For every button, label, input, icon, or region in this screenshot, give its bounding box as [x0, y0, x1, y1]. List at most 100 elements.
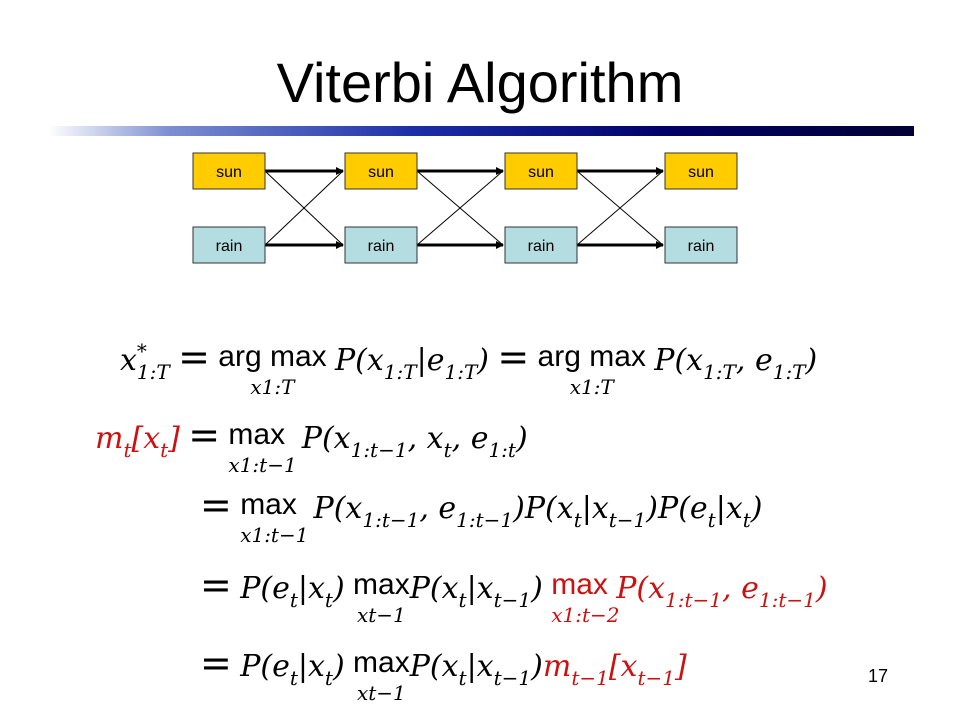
eq4-c-mid: , e [722, 571, 759, 606]
trellis-node-sun-2: sun [344, 152, 418, 190]
eq4-a-sub1: t [289, 588, 298, 612]
eq5-equals: = [200, 641, 232, 685]
eq4-b-open: P(x [409, 571, 459, 606]
trellis-node-label: sun [688, 164, 714, 181]
eq1-equals-2: = [497, 335, 530, 379]
eq2-prob-sub2: t [443, 438, 452, 462]
eq3-a-sub2: 1:t−1 [456, 508, 514, 532]
eq4-c-sub2: 1:t−1 [758, 588, 816, 612]
eq1-lhs-x: x [120, 343, 137, 378]
eq1-prob-2-close: ) [805, 343, 818, 378]
eq3-c-sub2: t [742, 508, 751, 532]
eq4-c-sub1: 1:t−1 [665, 588, 723, 612]
eq5-a-open: P(e [240, 649, 290, 684]
trellis-node-label: sun [528, 164, 554, 181]
eq1-prob-2-mid: , e [735, 343, 773, 378]
eq1-lhs-star: * [136, 339, 147, 363]
trellis-node-sun-3: sun [504, 152, 578, 190]
eq5-m: m [542, 649, 572, 684]
trellis-diagram: sun sun sun sun rain rain rain rain [192, 152, 738, 264]
eq3-c-open: P(e [658, 491, 708, 526]
eq2-prob-mid1: , x [407, 421, 444, 456]
trellis-node-rain-2: rain [344, 226, 418, 264]
eq1-lhs-sub: 1:T [136, 360, 170, 384]
eq3-c-mid: |x [715, 491, 743, 526]
eq2-prob-close: ) [515, 421, 528, 456]
eq3-b-sub2: t−1 [608, 508, 647, 532]
trellis-node-label: rain [216, 238, 243, 255]
trellis-edge-rain-sun-3 [576, 170, 664, 246]
eq3-c-sub1: t [707, 508, 716, 532]
eq4-a-sub2: t [324, 588, 333, 612]
eq5-a-close: ) [332, 649, 345, 684]
eq2-max-sub: x1:t−1 [228, 453, 297, 477]
trellis-edge-rain-sun-2 [416, 170, 504, 246]
eq5-b-close: ) [531, 649, 543, 684]
eq3-a-close: ) [513, 491, 525, 526]
eq3-equals: = [200, 483, 232, 527]
eq3-a-open: P(x [313, 491, 363, 526]
eq4-equals: = [200, 563, 232, 607]
eq5-m-sub2: t−1 [637, 666, 675, 690]
eq4-c-open: P(x [616, 571, 666, 606]
eq2-lhs-sub: t [123, 438, 132, 462]
eq3-c-close: ) [750, 491, 763, 526]
trellis-node-rain-1: rain [192, 226, 266, 264]
eq3-a-sub1: 1:t−1 [362, 508, 420, 532]
eq1-equals: = [178, 335, 210, 379]
eq1-prob-1-sub1: 1:T [383, 360, 417, 384]
eq4-b-mid: |x [466, 571, 494, 606]
trellis-node-rain-3: rain [504, 226, 578, 264]
eq5-b-mid: |x [466, 649, 494, 684]
eq5-a-mid: |x [297, 649, 325, 684]
eq4-a-mid: |x [297, 571, 325, 606]
eq1-prob-1-open: P(x [334, 343, 384, 378]
trellis-edge-rain-sun-1 [264, 170, 344, 246]
eq2-equals: = [188, 413, 221, 457]
eq2-lhs-close: ] [168, 421, 180, 456]
eq5-b-open: P(x [409, 649, 459, 684]
eq4-c-close: ) [815, 571, 828, 606]
eq5-a-sub1: t [289, 666, 298, 690]
trellis-node-sun-4: sun [664, 152, 738, 190]
eq5-b-sub2: t−1 [493, 666, 532, 690]
eq1-argmax-2-sub: x1:T [569, 375, 614, 399]
eq4-b-sub1: t [458, 588, 467, 612]
trellis-node-label: sun [368, 164, 394, 181]
eq5-a-sub2: t [324, 666, 333, 690]
eq3-a-mid: , e [419, 491, 457, 526]
eq4-b-close: ) [531, 571, 543, 606]
eq2-prob-mid2: , e [451, 421, 489, 456]
eq5-b-sub1: t [458, 666, 467, 690]
eq3-b-mid: |x [581, 491, 609, 526]
eq2-prob-sub3: 1:t [488, 438, 516, 462]
eq3-b-sub1: t [573, 508, 582, 532]
trellis-node-rain-4: rain [664, 226, 738, 264]
eq4-max-red-sub: x1:t−2 [551, 603, 620, 627]
eq4-b-sub2: t−1 [493, 588, 532, 612]
eq5-m-mid: [x [608, 649, 638, 684]
trellis-node-label: rain [368, 238, 395, 255]
eq4-max-sub: xt−1 [356, 603, 406, 627]
eq3-max-sub: x1:t−1 [240, 523, 309, 547]
eq1-prob-1-mid: |e [416, 343, 445, 378]
eq3-b-open: P(x [524, 491, 574, 526]
eq1-prob-1-sub2: 1:T [444, 360, 478, 384]
eq2-lhs-mid: [x [131, 421, 161, 456]
eq4-a-open: P(e [240, 571, 290, 606]
slide-title: Viterbi Algorithm [276, 51, 684, 114]
trellis-node-sun-1: sun [192, 152, 266, 190]
eq2-lhs-sub2: t [160, 438, 169, 462]
